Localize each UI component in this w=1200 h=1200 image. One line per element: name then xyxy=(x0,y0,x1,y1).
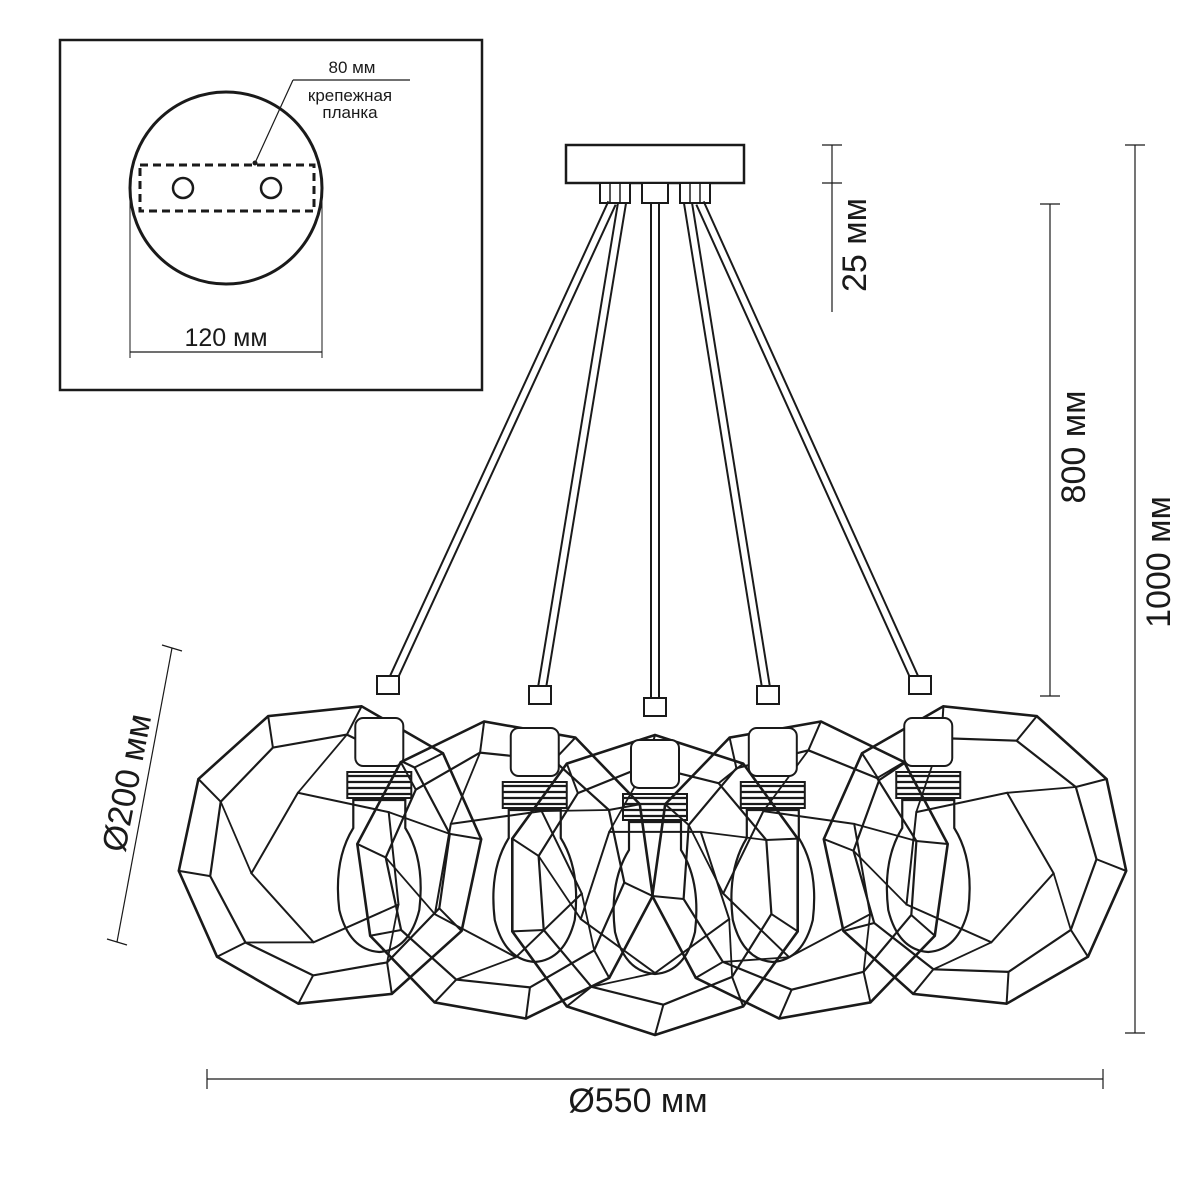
cage-inner-ring xyxy=(537,764,773,1006)
light-bulb xyxy=(612,820,698,976)
overall-diameter-label: Ø550 мм xyxy=(568,1082,707,1120)
canopy xyxy=(564,143,746,204)
light-bulb xyxy=(730,808,816,964)
cage-front-facet xyxy=(579,830,731,975)
pendant-shade-2 xyxy=(355,685,655,1020)
cord-5 xyxy=(695,200,925,693)
light-bulb xyxy=(336,798,422,954)
cage-outer-ring xyxy=(177,704,483,1006)
pendant-shade-5 xyxy=(822,675,1128,1006)
cord-grip-3 xyxy=(679,182,711,204)
inset-frame xyxy=(58,38,484,392)
socket-cap xyxy=(528,685,552,705)
canopy-circle xyxy=(128,90,324,286)
mounting-hole-right xyxy=(259,176,283,200)
lamp-socket xyxy=(747,727,798,777)
pendant-shade-4 xyxy=(650,685,950,1020)
cord-grip-2 xyxy=(641,182,669,204)
cage-outer-ring xyxy=(822,704,1128,1006)
leader-dot xyxy=(252,160,258,166)
socket-cap xyxy=(756,685,780,705)
socket-cap xyxy=(643,697,667,717)
canopy-body xyxy=(564,143,746,185)
canopy-inset: 80 мм крепежная планка 120 мм xyxy=(58,38,484,392)
plate-leader-line xyxy=(254,79,294,164)
light-bulb xyxy=(885,798,971,954)
cord-4 xyxy=(683,202,773,701)
cage-front-facet xyxy=(721,810,872,959)
total-height-dimension: 1000 мм xyxy=(1125,144,1178,1034)
lamp-socket xyxy=(509,727,560,777)
lamp-socket xyxy=(354,717,405,767)
pendant-shade-1 xyxy=(177,675,483,1006)
suspension-cords xyxy=(383,200,925,712)
cord-3 xyxy=(650,203,660,712)
cord-grip-1 xyxy=(599,182,631,204)
cage-front-facet xyxy=(905,791,1055,944)
cord-2 xyxy=(535,202,627,701)
lamp-socket xyxy=(903,717,954,767)
shade-diameter-dimension: Ø200 мм xyxy=(95,644,183,946)
cage-outer-ring xyxy=(650,720,950,1020)
socket-cap xyxy=(908,675,932,695)
overall-diameter-dimension: Ø550 мм xyxy=(206,1069,1104,1120)
canopy-height-label: 25 мм xyxy=(836,198,874,292)
cage-front-facet xyxy=(433,810,584,959)
cage-front-facet xyxy=(250,791,400,944)
cord-1 xyxy=(383,200,617,693)
shade-diameter-label: Ø200 мм xyxy=(95,711,159,855)
drop-length-label: 800 мм xyxy=(1055,391,1093,504)
total-height-label: 1000 мм xyxy=(1140,496,1178,628)
cage-inner-ring xyxy=(209,733,451,977)
plate-name-line1: крепежная xyxy=(308,86,392,105)
mounting-plate xyxy=(138,163,316,213)
mounting-hole-left xyxy=(171,176,195,200)
cage-outer-ring xyxy=(355,720,655,1020)
lamp-socket xyxy=(630,739,680,789)
plate-name-line2: планка xyxy=(322,103,378,122)
canopy-height-dimension: 25 мм xyxy=(822,144,874,312)
canopy-diameter-label: 120 мм xyxy=(184,324,267,352)
pendant-shades xyxy=(177,675,1128,1037)
drop-length-dimension: 800 мм xyxy=(1040,203,1093,697)
socket-cap xyxy=(376,675,400,695)
plate-width-label: 80 мм xyxy=(328,58,375,77)
